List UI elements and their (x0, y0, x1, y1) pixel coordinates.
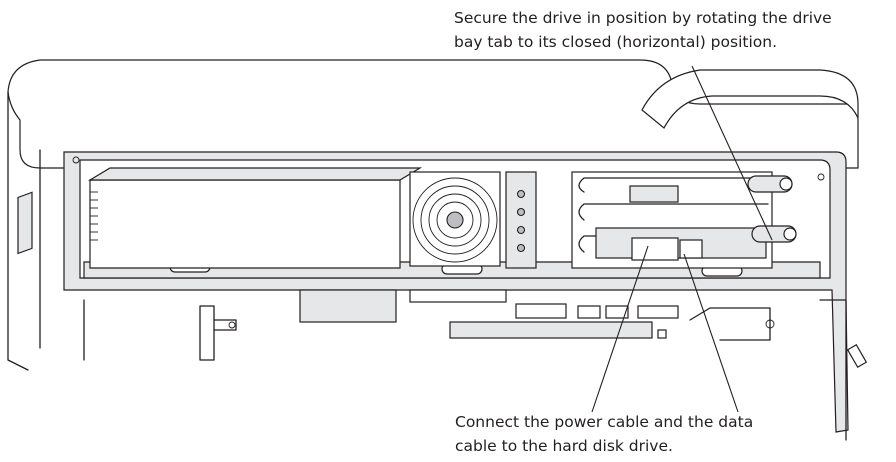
card-bracket-left (199, 305, 237, 361)
ribbon-cable (299, 289, 397, 323)
connector-strip (505, 171, 537, 269)
callout-cables-line-1: Connect the power cable and the data (455, 413, 754, 431)
case-top-contour (7, 59, 859, 169)
callout-drive-bay-tab-line-1: Secure the drive in position by rotating… (454, 9, 832, 27)
frame-screw-left (72, 156, 80, 164)
right-drive-bays (571, 171, 773, 269)
leader-drive-bay-tab (691, 65, 773, 241)
case-handle (641, 69, 859, 129)
leader-power-cable (591, 245, 649, 413)
case-left-wall (7, 91, 29, 371)
small-chip (657, 329, 667, 339)
callout-drive-bay-tab: Secure the drive in position by rotating… (454, 6, 832, 54)
cooling-fan (409, 171, 501, 267)
rear-latch (846, 344, 868, 368)
callout-cables: Connect the power cable and the data cab… (455, 410, 753, 458)
drive-bay-tab-upper (747, 175, 793, 193)
lower-compartment-outline (83, 299, 847, 441)
leader-data-cable (683, 253, 739, 413)
left-drive (89, 179, 401, 269)
pci-slot (449, 321, 653, 339)
memory-slot (409, 289, 507, 303)
frame-screw-right (817, 173, 825, 181)
header-connectors (515, 303, 679, 319)
case-side-slot (17, 191, 33, 255)
left-drive-vents (90, 191, 98, 241)
drive-bay-tab-lower (751, 225, 797, 243)
left-drive-top (87, 167, 423, 181)
callout-drive-bay-tab-line-2: bay tab to its closed (horizontal) posit… (454, 33, 777, 51)
card-bracket-right (689, 307, 775, 341)
callout-cables-line-2: cable to the hard disk drive. (455, 437, 673, 455)
